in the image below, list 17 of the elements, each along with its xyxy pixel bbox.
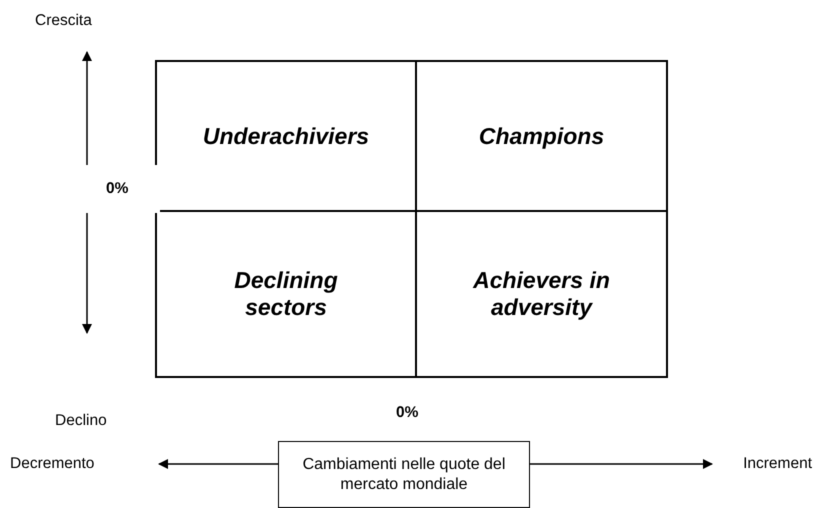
node-text: Champions bbox=[478, 122, 604, 150]
node-text: Decremento bbox=[10, 455, 94, 473]
quadrant-box bbox=[415, 210, 668, 378]
node-text: Achievers in adversity bbox=[472, 267, 611, 321]
axis-label: 0% bbox=[86, 165, 160, 213]
quadrant-box bbox=[415, 60, 668, 212]
node-text: Cambiamenti nelle quote del mercato mondiale bbox=[302, 454, 506, 494]
axis-label: 0% bbox=[396, 404, 418, 422]
node-text: Underachiviers bbox=[202, 122, 370, 150]
arrow bbox=[530, 459, 713, 469]
node-text: Increment bbox=[743, 455, 812, 473]
note-box bbox=[278, 441, 530, 508]
quadrant-box bbox=[155, 210, 417, 378]
node-text: Declining sectors bbox=[233, 267, 339, 321]
axis-label: Crescita bbox=[35, 12, 92, 30]
arrow bbox=[158, 459, 278, 469]
axis-label: Declino bbox=[55, 412, 107, 430]
